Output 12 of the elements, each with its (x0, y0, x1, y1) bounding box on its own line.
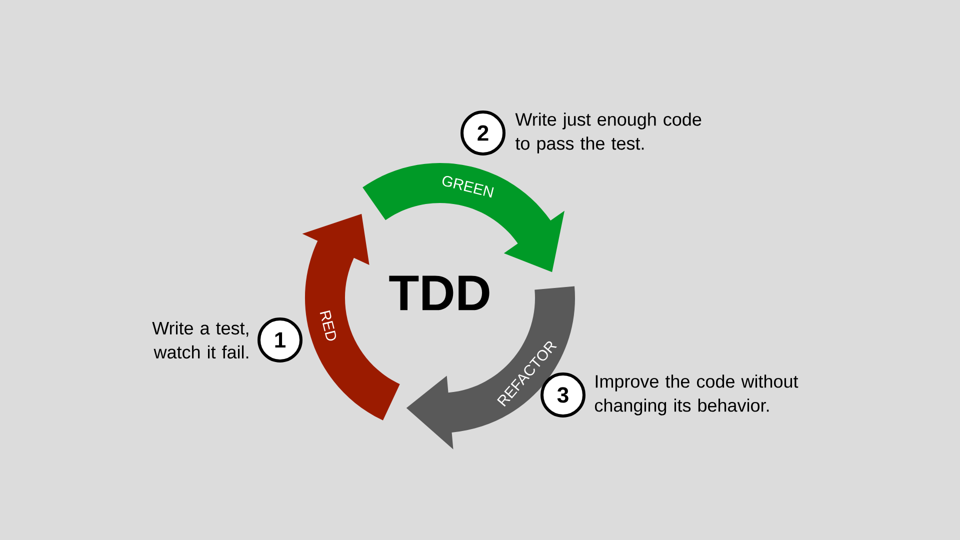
step-number: 2 (460, 110, 506, 156)
step-number: 3 (540, 372, 586, 418)
curved-arrow (302, 214, 400, 420)
edge-label: GREEN (442, 176, 494, 198)
curved-arrow (362, 163, 565, 272)
curved-arrow (406, 286, 575, 450)
center-title: TDD (389, 276, 490, 310)
step-description: Improve the code without changing its behavior. (594, 374, 798, 416)
step-description: Write just enough code to pass the test. (515, 112, 702, 154)
step-description: Write a test, watch it fail. (152, 321, 248, 359)
edge-label: RED (320, 310, 336, 341)
step-number: 1 (258, 318, 302, 362)
